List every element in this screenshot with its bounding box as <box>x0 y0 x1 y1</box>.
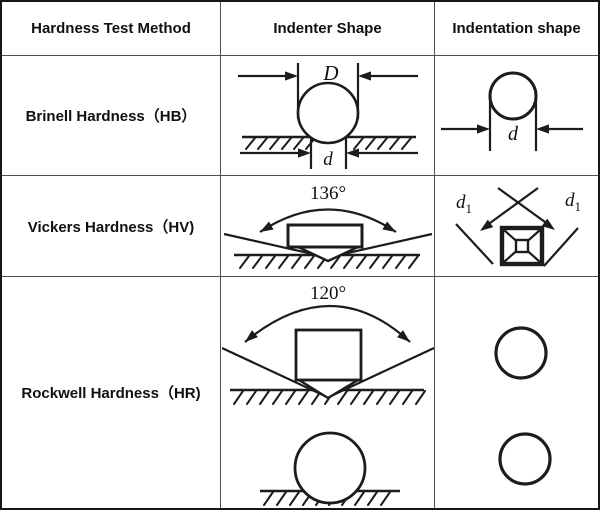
cone-face-lines <box>221 347 434 397</box>
header-indenter-shape: Indenter Shape <box>221 2 435 56</box>
vickers-indenter-cell: 136° <box>221 176 435 277</box>
extension-line-left <box>454 222 494 265</box>
rockwell-indentation-diagram <box>493 326 552 486</box>
label-d: d <box>508 123 519 145</box>
vickers-indentation-diagram: d1 d1 <box>454 186 581 267</box>
label-angle-136: 136° <box>309 183 345 204</box>
indentation-circle-bottom <box>497 432 552 486</box>
arrowhead <box>345 147 359 158</box>
arrowhead <box>357 70 371 81</box>
method-label: Vickers Hardness（HV) <box>27 218 195 236</box>
surface-hatching <box>244 136 412 150</box>
indenter-body <box>286 223 363 248</box>
method-label: Brinell Hardness（HB） <box>25 108 197 125</box>
arrowhead <box>284 70 298 81</box>
arrowhead <box>479 219 493 231</box>
label-d1-left: d1 <box>456 192 472 216</box>
arrowhead <box>541 218 555 230</box>
brinell-indentation-cell: d <box>435 56 598 176</box>
arrowhead <box>244 330 258 342</box>
dimension-line-right <box>496 186 546 223</box>
cone-body <box>294 328 362 382</box>
square-center <box>514 238 529 253</box>
method-label: Rockwell Hardness（HR) <box>21 385 201 402</box>
brinell-indenter-cell: D d <box>221 56 435 176</box>
arrowhead <box>476 123 490 134</box>
label-d: d <box>323 149 333 170</box>
header-label: Hardness Test Method <box>31 20 191 37</box>
dimension-line-left <box>488 186 539 224</box>
method-rockwell: Rockwell Hardness（HR) <box>2 277 221 508</box>
header-label: Indenter Shape <box>273 20 382 37</box>
label-d1-right: d1 <box>565 190 581 214</box>
header-label: Indentation shape <box>452 20 581 37</box>
brinell-indentation-diagram: d <box>440 71 583 151</box>
method-vickers: Vickers Hardness（HV) <box>2 176 221 277</box>
brinell-indenter-diagram: D d <box>237 61 418 170</box>
header-hardness-test-method: Hardness Test Method <box>2 2 221 56</box>
indentation-circle-top <box>493 326 548 380</box>
arrowhead <box>381 221 396 232</box>
vickers-indentation-cell: d1 d1 <box>435 176 598 277</box>
header-indentation-shape: Indentation shape <box>435 2 598 56</box>
arrowhead <box>535 123 549 134</box>
label-angle-120: 120° <box>309 283 345 304</box>
arrowhead <box>259 221 274 232</box>
rockwell-indentation-cell <box>435 277 598 508</box>
arrowhead <box>396 330 410 342</box>
vickers-indenter-diagram: 136° <box>223 183 432 269</box>
angle-arc <box>243 305 411 343</box>
indenter-ball <box>293 431 366 505</box>
arrowhead <box>297 147 311 158</box>
label-D: D <box>322 61 338 85</box>
rockwell-indenter-diagram: 120° <box>221 283 434 506</box>
indentation-circle <box>488 71 537 120</box>
surface-hatching-cone <box>232 390 426 405</box>
angle-arc <box>258 208 397 233</box>
method-brinell: Brinell Hardness（HB） <box>2 56 221 176</box>
indenter-ball <box>296 81 359 144</box>
extension-line-right <box>542 226 579 267</box>
extension-lines-D <box>296 62 359 119</box>
extension-lines-d <box>309 137 347 169</box>
surface-hatching <box>238 254 419 269</box>
rockwell-indenter-cell: 120° <box>221 277 435 508</box>
